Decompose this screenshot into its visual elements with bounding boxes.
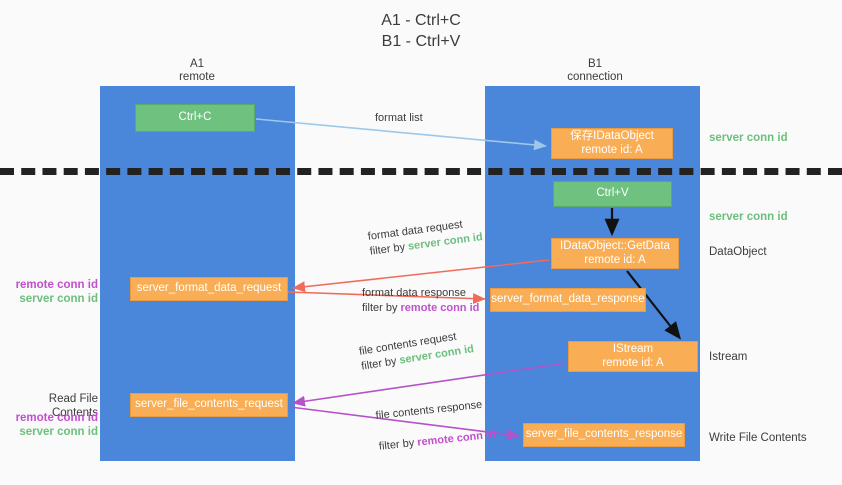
node-istream-label: IStream bbox=[612, 343, 654, 355]
node-server-file-contents-response[interactable]: server_file_contents_response bbox=[523, 423, 685, 447]
label-server-conn-id: server conn id bbox=[19, 293, 98, 305]
node-save-idataobject[interactable]: 保存IDataObject remote id: A bbox=[551, 128, 673, 159]
node-save-idataobject-remoteid: remote id: A bbox=[581, 143, 643, 156]
node-server-format-data-response-label: server_format_data_response bbox=[491, 293, 645, 306]
column-a1-name: A1 bbox=[189, 58, 205, 70]
page-title: A1 - Ctrl+C B1 - Ctrl+V bbox=[0, 10, 842, 52]
node-server-format-data-request[interactable]: server_format_data_request bbox=[130, 277, 288, 301]
edge-label-format-list: format list bbox=[375, 111, 423, 126]
edge-file-contents-response-filter: filter by remote conn id bbox=[378, 428, 496, 455]
node-idataobject-getdata[interactable]: IDataObject::GetData remote id: A bbox=[551, 238, 679, 269]
edge-label-file-contents-request: file contents request filter by server c… bbox=[358, 327, 475, 374]
edge-format-list-text: format list bbox=[375, 112, 423, 124]
edge-file-contents-response-title: file contents response bbox=[375, 398, 483, 422]
clipboard-boundary-divider bbox=[0, 168, 842, 175]
node-server-file-contents-response-label: server_file_contents_response bbox=[525, 428, 683, 441]
label-conn-ids-upper: remote conn id server conn id bbox=[10, 278, 98, 306]
label-server-conn-id-mid: server conn id bbox=[709, 211, 788, 223]
column-header-b1: B1 connection bbox=[505, 58, 685, 84]
filter-key-remote-conn-id: remote conn id bbox=[400, 302, 480, 314]
label-istream: Istream bbox=[709, 351, 748, 363]
node-istream[interactable]: IStream remote id: A bbox=[568, 341, 698, 372]
node-server-format-data-response[interactable]: server_format_data_response bbox=[490, 288, 646, 312]
node-istream-remoteid: remote id: A bbox=[602, 356, 664, 369]
node-ctrl-c[interactable]: Ctrl+C bbox=[135, 104, 255, 132]
node-ctrl-c-label: Ctrl+C bbox=[178, 111, 212, 124]
title-line-1: A1 - Ctrl+C bbox=[381, 12, 461, 29]
edge-format-data-response-filter: filter by remote conn id bbox=[362, 301, 479, 316]
node-ctrl-v-label: Ctrl+V bbox=[596, 187, 629, 200]
edge-label-file-contents-response: file contents response filter by remote … bbox=[375, 397, 497, 455]
label-write-file-contents: Write File Contents bbox=[709, 432, 807, 444]
node-server-file-contents-request-label: server_file_contents_request bbox=[135, 398, 283, 411]
node-server-file-contents-request[interactable]: server_file_contents_request bbox=[130, 393, 288, 417]
column-b1-role: connection bbox=[567, 71, 623, 83]
label-conn-ids-lower: remote conn id server conn id bbox=[10, 411, 98, 439]
node-server-format-data-request-label: server_format_data_request bbox=[136, 282, 282, 295]
node-ctrl-v[interactable]: Ctrl+V bbox=[553, 181, 672, 207]
column-a1-role: remote bbox=[179, 71, 215, 83]
label-remote-conn-id: remote conn id bbox=[15, 412, 98, 424]
filter-prefix: filter by bbox=[369, 240, 409, 258]
filter-prefix: filter by bbox=[362, 302, 401, 314]
label-server-conn-id: server conn id bbox=[19, 426, 98, 438]
node-getdata-remoteid: remote id: A bbox=[584, 253, 646, 266]
label-server-conn-id-top: server conn id bbox=[709, 132, 788, 144]
column-b1-name: B1 bbox=[587, 58, 603, 70]
node-getdata-label: IDataObject::GetData bbox=[560, 240, 670, 252]
edge-label-format-data-response: format data response filter by remote co… bbox=[362, 286, 479, 316]
label-dataobject: DataObject bbox=[709, 246, 767, 258]
edge-label-format-data-request: format data request filter by server con… bbox=[367, 215, 484, 260]
filter-prefix: filter by bbox=[378, 436, 418, 453]
label-remote-conn-id: remote conn id bbox=[15, 279, 98, 291]
column-header-a1: A1 remote bbox=[107, 58, 287, 84]
node-save-idataobject-label: 保存IDataObject bbox=[570, 130, 654, 142]
label-read-file-contents: Read File Contents bbox=[48, 393, 98, 419]
edge-format-data-response-title: format data response bbox=[362, 287, 466, 299]
title-line-2: B1 - Ctrl+V bbox=[381, 33, 461, 50]
